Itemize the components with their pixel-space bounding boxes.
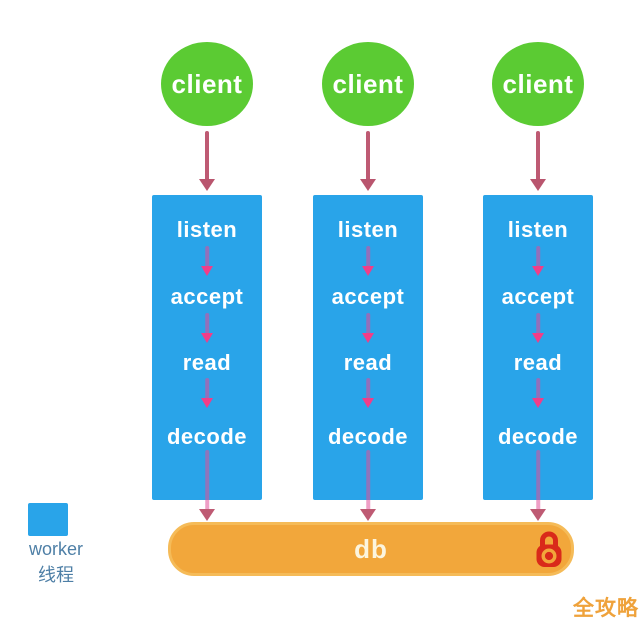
step-read: read: [513, 350, 563, 375]
step-listen: listen: [176, 217, 238, 242]
worker-to-db-arrow-icon: [530, 450, 546, 521]
step-arrow-icon: [530, 246, 546, 276]
worker-thread-box: [483, 195, 593, 500]
step-accept: accept: [501, 284, 575, 309]
worker-thread-box: [152, 195, 262, 500]
client-node: client: [492, 42, 584, 126]
step-accept: accept: [170, 284, 244, 309]
step-arrow-icon: [360, 313, 376, 343]
legend-label-thread: 线程: [38, 565, 74, 585]
step-arrow-icon: [360, 246, 376, 276]
client-label: client: [332, 68, 404, 99]
db-node: db: [168, 522, 574, 576]
arrow-stem: [205, 131, 209, 182]
worker-thread-swatch: [28, 503, 68, 536]
client-to-worker-arrow-icon: [530, 131, 546, 191]
step-arrow-icon: [199, 313, 215, 343]
step-arrow-icon: [530, 313, 546, 343]
step-read: read: [343, 350, 393, 375]
worker-thread-box: [313, 195, 423, 500]
worker-column-3: client listen accept read decode: [483, 0, 593, 626]
client-node: client: [322, 42, 414, 126]
client-to-worker-arrow-icon: [360, 131, 376, 191]
step-listen: listen: [507, 217, 569, 242]
step-read: read: [182, 350, 232, 375]
client-to-worker-arrow-icon: [199, 131, 215, 191]
step-accept: accept: [331, 284, 405, 309]
step-arrow-icon: [360, 378, 376, 408]
step-decode: decode: [327, 424, 409, 449]
arrow-head: [199, 179, 215, 191]
worker-to-db-arrow-icon: [199, 450, 215, 521]
worker-column-1: client listen accept read decode: [152, 0, 262, 626]
step-listen: listen: [337, 217, 399, 242]
step-decode: decode: [166, 424, 248, 449]
worker-column-2: client listen accept read decode: [313, 0, 423, 626]
step-decode: decode: [497, 424, 579, 449]
step-arrow-icon: [199, 378, 215, 408]
client-label: client: [171, 68, 243, 99]
watermark-text: 全攻略: [573, 597, 639, 620]
db-label: db: [354, 533, 388, 564]
step-arrow-icon: [530, 378, 546, 408]
step-arrow-icon: [199, 246, 215, 276]
client-node: client: [161, 42, 253, 126]
client-label: client: [502, 68, 574, 99]
worker-to-db-arrow-icon: [360, 450, 376, 521]
lock-icon: [535, 529, 563, 569]
legend-label-worker: worker: [28, 539, 83, 559]
